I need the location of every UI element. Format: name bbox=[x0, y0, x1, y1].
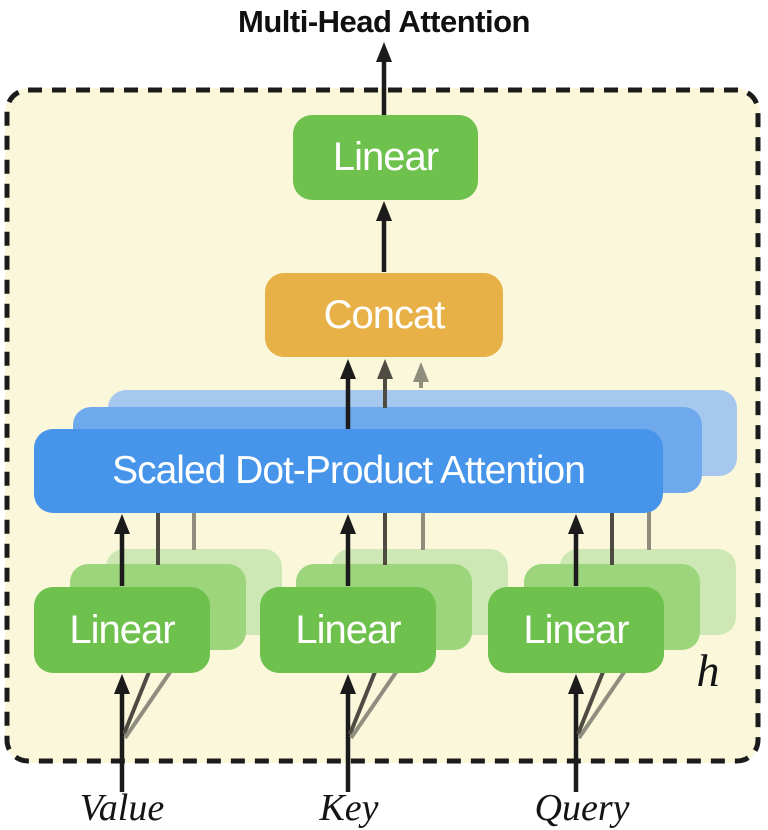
attention-label: Scaled Dot-Product Attention bbox=[112, 449, 586, 492]
query-input-label: Query bbox=[534, 787, 630, 829]
arrow-key-linear-to-attention bbox=[340, 506, 425, 586]
output-linear-box: Linear bbox=[293, 115, 478, 200]
arrow-linear-to-output bbox=[376, 42, 392, 116]
num-heads-label: h bbox=[696, 645, 720, 696]
arrow-concat-to-linear bbox=[376, 201, 392, 272]
query-linear-label: Linear bbox=[523, 607, 629, 652]
arrow-query-linear-to-attention bbox=[568, 506, 651, 586]
output-linear-label: Linear bbox=[332, 135, 439, 179]
arrow-query-input bbox=[568, 661, 631, 792]
value-input-label: Value bbox=[79, 787, 165, 829]
value-linear-box: Linear bbox=[34, 587, 210, 673]
panel-dashed-border bbox=[4, 87, 761, 764]
query-linear-box: Linear bbox=[488, 587, 664, 673]
key-input-label: Key bbox=[319, 787, 379, 829]
arrow-head2-to-concat bbox=[377, 359, 393, 408]
arrow-value-input bbox=[114, 661, 177, 792]
scaled-dot-product-attention-box: Scaled Dot-Product Attention bbox=[34, 429, 663, 513]
arrow-value-linear-to-attention bbox=[114, 506, 196, 586]
key-linear-label: Linear bbox=[295, 607, 401, 652]
diagram-title: Multi-Head Attention bbox=[238, 4, 530, 39]
arrow-head3-to-concat bbox=[413, 362, 429, 388]
arrow-head1-to-concat bbox=[340, 359, 356, 429]
value-linear-label: Linear bbox=[69, 607, 175, 652]
key-linear-box: Linear bbox=[260, 587, 436, 673]
concat-label: Concat bbox=[323, 292, 446, 337]
arrow-key-input bbox=[340, 661, 403, 792]
concat-box: Concat bbox=[265, 273, 503, 357]
